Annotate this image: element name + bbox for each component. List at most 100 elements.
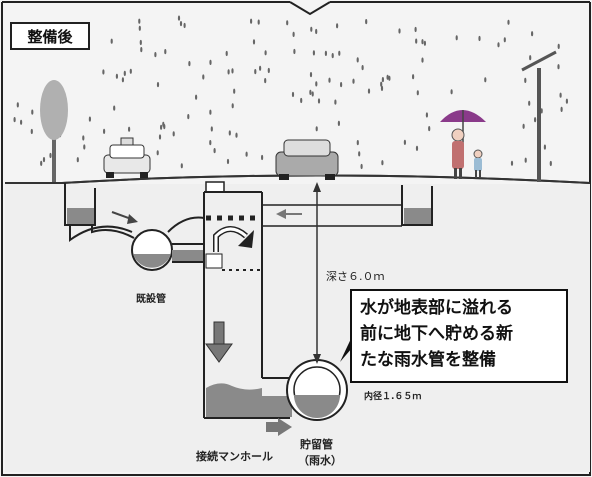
- rain-drop: [522, 123, 525, 129]
- rain-drop: [534, 117, 537, 123]
- rain-drop: [103, 128, 106, 134]
- rain-drop: [233, 88, 236, 94]
- rain-drop: [358, 151, 361, 157]
- rain-drop: [286, 20, 289, 26]
- rain-drop: [158, 134, 162, 140]
- rain-drop: [225, 50, 228, 57]
- rain-drop: [324, 50, 327, 57]
- rain-drop: [478, 35, 481, 42]
- rain-drop: [129, 68, 132, 74]
- rain-drop: [415, 38, 418, 44]
- rain-drop: [560, 106, 563, 112]
- rain-drop: [172, 131, 175, 137]
- rain-drop: [367, 88, 371, 94]
- rain-drop: [154, 52, 157, 58]
- rain-drop: [565, 98, 569, 104]
- rain-drop: [386, 74, 389, 80]
- rain-drop: [156, 150, 159, 156]
- rain-drop: [195, 94, 198, 100]
- rain-drop: [381, 77, 384, 83]
- depth-label: 深さ６.０ｍ: [326, 270, 385, 283]
- rain-drop: [102, 69, 105, 75]
- rain-drop: [412, 74, 415, 80]
- rain-drop: [557, 43, 560, 50]
- rain-drop: [13, 117, 16, 123]
- rain-drop: [128, 126, 131, 132]
- existing-pipe: [131, 229, 173, 271]
- rain-drop: [177, 15, 181, 21]
- rain-drop: [338, 50, 341, 56]
- rain-drop: [138, 25, 141, 31]
- rain-drop: [388, 75, 391, 81]
- after-improvement-badge: 整備後: [10, 22, 90, 50]
- rain-drop: [398, 28, 401, 34]
- manhole-label: 接続マンホール: [196, 450, 273, 463]
- rain-drop: [334, 99, 337, 105]
- rain-drop: [209, 140, 212, 146]
- rain-drop: [183, 22, 186, 29]
- rain-drop: [528, 100, 531, 106]
- rain-drop: [226, 158, 230, 165]
- rain-drop: [291, 91, 295, 98]
- car: [275, 139, 339, 180]
- rain-drop: [264, 50, 267, 56]
- rain-drop: [40, 160, 43, 166]
- rain-drop: [529, 55, 532, 61]
- storage-pipe: [286, 359, 348, 421]
- rain-drop: [352, 78, 355, 84]
- rain-drop: [421, 39, 424, 45]
- rain-drop: [315, 126, 318, 132]
- rain-drops: [13, 15, 569, 170]
- rain-drop: [245, 151, 248, 157]
- rain-drop: [559, 92, 562, 98]
- rain-drop: [309, 72, 313, 78]
- rain-drop: [156, 82, 160, 88]
- rain-drop: [250, 18, 253, 24]
- rain-drop: [231, 68, 234, 74]
- rain-drop: [210, 126, 213, 132]
- rain-drop: [162, 121, 165, 127]
- rain-drop: [503, 37, 506, 43]
- rain-drop: [510, 160, 514, 166]
- rain-drop: [252, 39, 256, 45]
- rain-drop: [164, 49, 167, 55]
- inner-diameter-label: 内径１.６５ｍ: [364, 392, 422, 402]
- rain-drop: [115, 73, 118, 79]
- rain-drop: [209, 59, 212, 65]
- rain-drop: [259, 65, 262, 71]
- frame-notch: [289, 1, 331, 16]
- utility-pole: [521, 50, 557, 182]
- rain-drop: [403, 139, 406, 145]
- rain-drop: [20, 119, 23, 125]
- taxi: [103, 137, 151, 178]
- rain-drop: [76, 157, 79, 163]
- rain-drop: [179, 21, 183, 27]
- rain-drop: [315, 28, 318, 35]
- tree: [40, 80, 68, 182]
- rain-drop: [557, 64, 560, 70]
- rain-drop: [428, 126, 431, 132]
- rain-drop: [292, 31, 295, 37]
- rain-drop: [235, 132, 238, 138]
- people-with-umbrella: [440, 110, 486, 179]
- rain-drop: [331, 53, 334, 59]
- callout-line-2: 前に地下へ貯める新: [360, 324, 513, 344]
- rain-drop: [317, 98, 321, 104]
- rain-drop: [30, 128, 33, 135]
- callout-line-3: たな雨水管を整備: [360, 350, 496, 370]
- rain-drop: [423, 40, 426, 46]
- rain-drop: [356, 140, 359, 146]
- rain-drop: [138, 18, 141, 24]
- rain-drop: [261, 154, 264, 161]
- rain-drop: [309, 89, 312, 95]
- rain-drop: [450, 89, 453, 95]
- rain-drop: [231, 103, 234, 109]
- rain-drop: [202, 74, 205, 80]
- rain-drop: [123, 70, 126, 76]
- storage-pipe-sub-label: （雨水）: [298, 454, 342, 467]
- rain-drop: [16, 102, 19, 108]
- rain-drop: [421, 57, 424, 63]
- rain-drop: [310, 26, 313, 32]
